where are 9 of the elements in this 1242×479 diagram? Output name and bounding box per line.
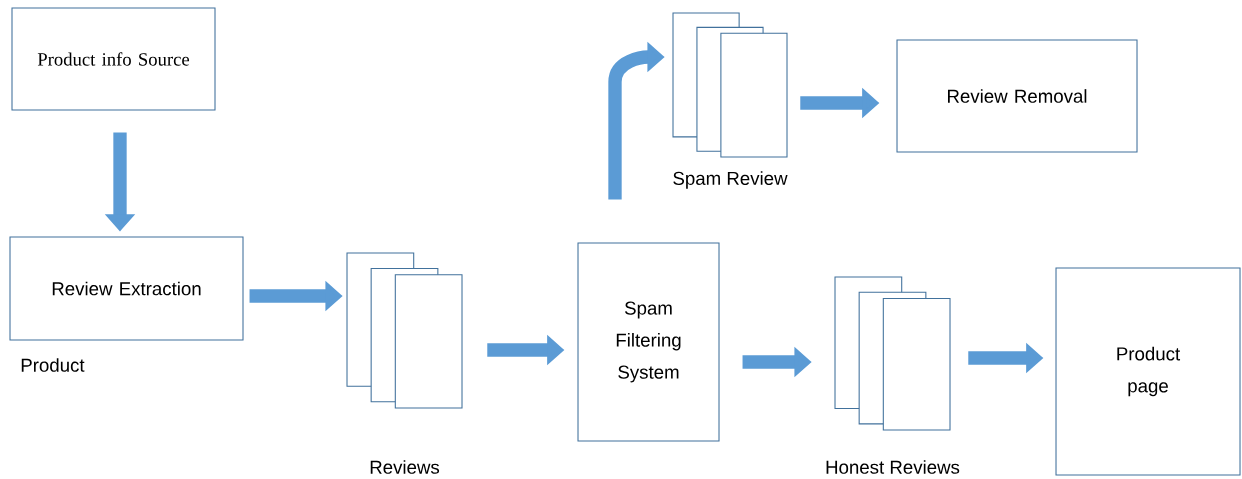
process-box: Product page: [1055, 267, 1241, 476]
process-box: Spam Filtering System: [577, 242, 720, 442]
node-caption: Product: [21, 358, 85, 372]
process-box: Review Removal: [896, 39, 1138, 153]
stack-label: Spam Review: [673, 171, 788, 189]
stack-label: Reviews: [370, 460, 440, 474]
process-box: Review Extraction: [9, 236, 244, 341]
stack-label: Honest Reviews: [826, 460, 960, 474]
process-box: Product info Source: [11, 7, 216, 111]
